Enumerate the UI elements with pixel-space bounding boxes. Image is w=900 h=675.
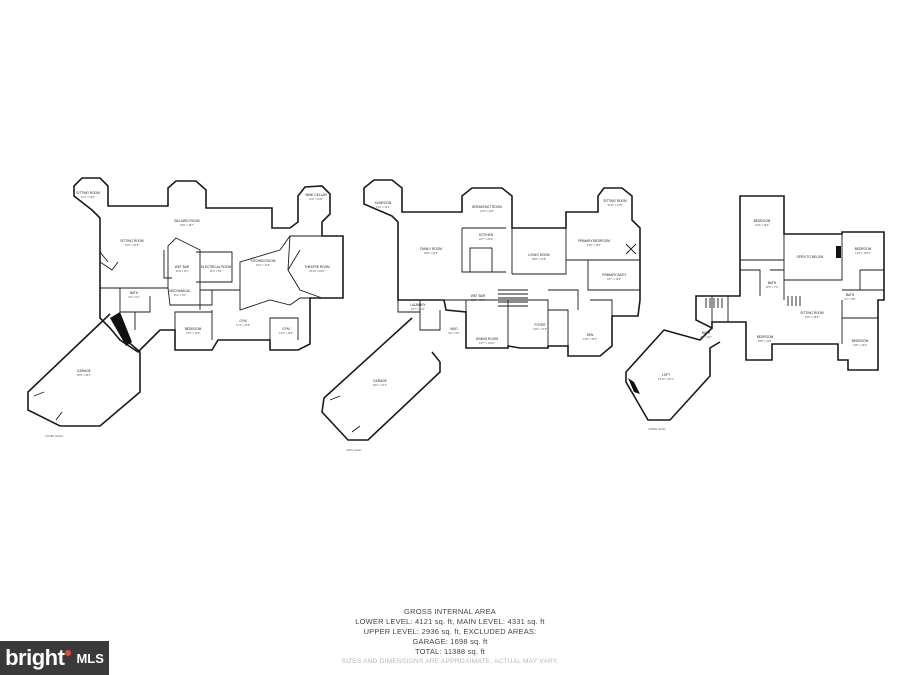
room-dims: 13'8" x 15'0" [583, 337, 597, 341]
room-dims: 16'7" x 20'6" [479, 237, 493, 241]
room-name: BREAKFAST ROOM [472, 205, 502, 209]
room-dims: 13'9" x 16'10" [855, 251, 871, 255]
room-name: BEDROOM [855, 247, 872, 251]
room-name: BATH [768, 281, 777, 285]
floor-plans: SITTING ROOM 11'4" x 14'5" BILLIARD ROOM… [27, 177, 885, 452]
room-dims: 13'8" x 13'0" [853, 343, 867, 347]
room-dims: 12'8" x 19'3" [755, 223, 769, 227]
room-dims: 10'0" x 7'4" [766, 285, 779, 289]
room-dims: 9'1" x 9'8" [844, 297, 855, 301]
room-name: MECHANICAL [170, 289, 191, 293]
room-name: WET BAR [175, 265, 190, 269]
area-line: LOWER LEVEL: 4121 sq. ft, MAIN LEVEL: 43… [355, 617, 545, 626]
room-name: BATH [702, 331, 711, 335]
room-dims: 11'0" x 8'1" [210, 269, 223, 273]
room-name: BEDROOM [852, 339, 869, 343]
room-name: GYM [282, 327, 290, 331]
room-dims: 10'11" x 11'8" [607, 203, 622, 207]
room-dims: 24'0" x 18'6" [805, 315, 819, 319]
main-level-plan: SUNROOM 13'4" x 13'3" BREAKFAST ROOM 13'… [321, 179, 641, 452]
room-dims: 9'0" x 6'4" [128, 295, 139, 299]
room-name: KITCHEN ROOM [251, 259, 276, 263]
room-name: LIVING ROOM [528, 253, 550, 257]
room-name: MUD [450, 327, 458, 331]
room-name: BILLIARD ROOM [175, 219, 200, 223]
area-line: UPPER LEVEL: 2936 sq. ft, EXCLUDED AREAS… [363, 627, 537, 636]
room-dims: 23'9" x 16'5" [587, 243, 601, 247]
room-dims: 19'4" x 12'6" [256, 263, 270, 267]
room-dims: 9'0" x 6'0" [448, 331, 459, 335]
room-name: KITCHEN [479, 233, 494, 237]
room-name: BEDROOM [754, 219, 771, 223]
plan-caption: MAIN LEVEL [346, 448, 362, 452]
room-name: SITTING ROOM [603, 199, 627, 203]
logo-dot-icon [65, 650, 72, 656]
room-name: LAUNDRY [410, 303, 426, 307]
room-name: WINE CELLAR [305, 193, 327, 197]
bright-mls-logo: bright MLS [0, 641, 109, 675]
plan-caption: UPPER LEVEL [648, 427, 666, 431]
room-name: SITTING ROOM [800, 311, 824, 315]
room-dims: 16'7" x 13'8" [607, 277, 621, 281]
room-dims: 11'4" x 14'5" [81, 195, 95, 199]
area-line: TOTAL: 11388 sq. ft [414, 647, 486, 656]
room-name: FAMILY ROOM [420, 247, 442, 251]
room-name: SITTING ROOM [120, 239, 144, 243]
room-dims: 11'8" x 9'10" [309, 197, 323, 201]
room-dims: 20'10" x 19'0" [309, 269, 325, 273]
room-dims: 13'9" x 11'8" [480, 209, 494, 213]
room-name: GARAGE [77, 369, 91, 373]
room-name: PRIMARY BEDROOM [578, 239, 610, 243]
logo-word: bright [5, 645, 65, 670]
room-name: LOFT [662, 373, 670, 377]
room-dims: 10'4" x 13'5" [279, 331, 293, 335]
room-dims: 13'8" x 17'5" [533, 327, 547, 331]
room-name: BATH [130, 291, 139, 295]
room-dims: 15'2" x 8'4" [174, 293, 187, 297]
room-name: DINING ROOM [476, 337, 498, 341]
room-dims: 10'7" x 12'3" [411, 307, 425, 311]
room-dims: 13'4" x 13'3" [376, 205, 390, 209]
area-disclaimer: SIZES AND DIMENSIONS ARE APPROXIMATE, AC… [341, 658, 559, 665]
room-name: SUNROOM [375, 201, 392, 205]
room-dims: 8'0" x 8'4" [700, 335, 711, 339]
plan-caption: LOWER LEVEL [45, 434, 64, 438]
room-name: PRIMARY BATH [602, 273, 626, 277]
room-dims: 15'5" x 13'5" [758, 339, 772, 343]
room-dims: 18'6" x 18'7" [180, 223, 194, 227]
room-name: GARAGE [373, 379, 387, 383]
room-dims: 14'3" x 13'8" [186, 331, 200, 335]
room-name: ELECTRICAL ROOM [201, 265, 232, 269]
room-name: DEN [587, 333, 594, 337]
room-dims: 12'0" x 8'4" [176, 269, 189, 273]
room-dims: 28'8" x 21'8" [532, 257, 546, 261]
room-name: SITTING ROOM [76, 191, 100, 195]
upper-level-plan: BEDROOM 12'8" x 19'3" BEDROOM 13'9" x 16… [625, 195, 885, 431]
room-name: BEDROOM [185, 327, 202, 331]
room-name: THEATRE ROOM [304, 265, 330, 269]
room-dims: 36'1" x 27'4" [373, 383, 387, 387]
room-dims: 19'8" x 22'0" [424, 251, 438, 255]
room-name: WET BAR [471, 294, 486, 298]
logo-mls: MLS [76, 650, 104, 666]
room-dims: 16'7" x 13'10" [479, 341, 495, 345]
room-name: OPEN TO BELOW [797, 255, 824, 259]
gross-area-summary: GROSS INTERNAL AREA LOWER LEVEL: 4121 sq… [300, 607, 600, 667]
room-name: BATH [846, 293, 855, 297]
room-name: GYM [239, 319, 247, 323]
room-name: FOYER [535, 323, 547, 327]
area-heading: GROSS INTERNAL AREA [404, 607, 496, 616]
room-dims: 12'0" x 10'7" [471, 298, 485, 302]
area-line: GARAGE: 1698 sq. ft [412, 637, 488, 646]
room-dims: 19'6" x 21'8" [125, 243, 139, 247]
room-dims: 16'10" x 20'1" [658, 377, 674, 381]
room-name: BEDROOM [757, 335, 774, 339]
room-dims: 36'0" x 25'1" [77, 373, 91, 377]
room-dims: 17'4" x 14'8" [236, 323, 250, 327]
lower-level-plan: SITTING ROOM 11'4" x 14'5" BILLIARD ROOM… [27, 177, 344, 438]
